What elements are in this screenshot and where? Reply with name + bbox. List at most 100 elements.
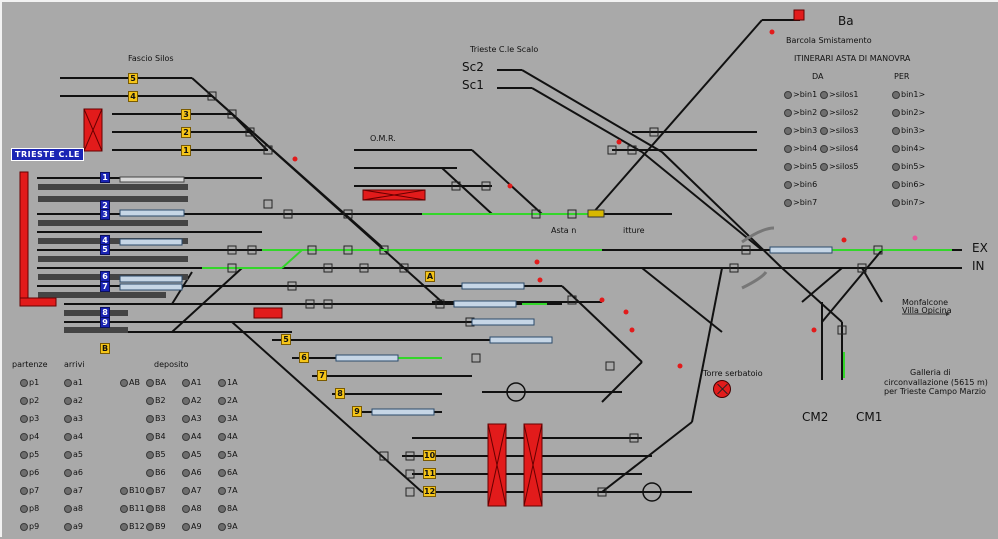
- control-arrivi-3-button[interactable]: [64, 415, 72, 423]
- control-dep_b2-7-button[interactable]: [146, 487, 154, 495]
- track-badge-yard-9[interactable]: 9: [352, 406, 362, 417]
- itin-per-4-button[interactable]: [892, 145, 900, 153]
- itin-per-2-button[interactable]: [892, 109, 900, 117]
- label-cm1: CM1: [856, 410, 883, 424]
- control-partenze-8-button[interactable]: [20, 505, 28, 513]
- control-dep_a-4-button[interactable]: [182, 433, 190, 441]
- control-dep_b2-6-button[interactable]: [146, 469, 154, 477]
- control-dep_na-4-button[interactable]: [218, 433, 226, 441]
- itin-per-6-button[interactable]: [892, 181, 900, 189]
- control-dep_b-8-button[interactable]: [120, 505, 128, 513]
- track-badge-station-b[interactable]: B: [100, 343, 110, 354]
- control-dep_b-1-button[interactable]: [120, 379, 128, 387]
- track-badge-silos-4[interactable]: 4: [128, 91, 138, 102]
- control-partenze-3-button[interactable]: [20, 415, 28, 423]
- water-tower-icon: [713, 380, 731, 398]
- buffer-crosses: [83, 108, 543, 507]
- control-partenze-2-button[interactable]: [20, 397, 28, 405]
- itin-per-7-button[interactable]: [892, 199, 900, 207]
- control-partenze-2-label: p2: [29, 396, 40, 405]
- track-badge-yard-11[interactable]: 11: [423, 468, 436, 479]
- track-badge-yard-8[interactable]: 8: [335, 388, 345, 399]
- control-dep_a-8-button[interactable]: [182, 505, 190, 513]
- track-badge-silos-3[interactable]: 3: [181, 109, 191, 120]
- control-partenze-9-button[interactable]: [20, 523, 28, 531]
- track-badge-station-7[interactable]: 7: [100, 281, 110, 292]
- control-dep_b-7-button[interactable]: [120, 487, 128, 495]
- control-dep_na-8-button[interactable]: [218, 505, 226, 513]
- itin-da-7-button[interactable]: [784, 199, 792, 207]
- control-dep_a-5-button[interactable]: [182, 451, 190, 459]
- track-badge-silos-5[interactable]: 5: [128, 73, 138, 84]
- track-badge-station-1[interactable]: 1: [100, 172, 110, 183]
- control-dep_na-1-button[interactable]: [218, 379, 226, 387]
- track-badge-silos-2[interactable]: 2: [181, 127, 191, 138]
- itin-silos-3-button[interactable]: [820, 127, 828, 135]
- control-dep_a-7-button[interactable]: [182, 487, 190, 495]
- track-badge-station-5[interactable]: 5: [100, 244, 110, 255]
- itin-da-3-button[interactable]: [784, 127, 792, 135]
- itin-per-3-button[interactable]: [892, 127, 900, 135]
- itin-per-1-button[interactable]: [892, 91, 900, 99]
- control-partenze-5-button[interactable]: [20, 451, 28, 459]
- track-badge-yard-5[interactable]: 5: [281, 334, 291, 345]
- itin-da-6-button[interactable]: [784, 181, 792, 189]
- control-arrivi-6-button[interactable]: [64, 469, 72, 477]
- track-badge-yard-a[interactable]: A: [425, 271, 435, 282]
- itin-da-4-button[interactable]: [784, 145, 792, 153]
- itin-silos-1-label: >silos1: [829, 90, 859, 99]
- track-badge-yard-7[interactable]: 7: [317, 370, 327, 381]
- control-dep_b-9-button[interactable]: [120, 523, 128, 531]
- control-dep_b2-8-button[interactable]: [146, 505, 154, 513]
- control-dep_b-7-label: B10: [129, 486, 145, 495]
- control-dep_b2-2-button[interactable]: [146, 397, 154, 405]
- control-dep_b2-5-button[interactable]: [146, 451, 154, 459]
- control-partenze-6-button[interactable]: [20, 469, 28, 477]
- control-dep_a-9-button[interactable]: [182, 523, 190, 531]
- itin-silos-4-button[interactable]: [820, 145, 828, 153]
- control-partenze-4-button[interactable]: [20, 433, 28, 441]
- track-badge-yard-6[interactable]: 6: [299, 352, 309, 363]
- control-dep_b2-4-button[interactable]: [146, 433, 154, 441]
- control-arrivi-2-button[interactable]: [64, 397, 72, 405]
- control-arrivi-9-button[interactable]: [64, 523, 72, 531]
- control-dep_b2-3-button[interactable]: [146, 415, 154, 423]
- control-partenze-7-button[interactable]: [20, 487, 28, 495]
- label-in: IN: [972, 259, 985, 273]
- track-badge-yard-12[interactable]: 12: [423, 486, 436, 497]
- control-arrivi-5-button[interactable]: [64, 451, 72, 459]
- itin-silos-2-button[interactable]: [820, 109, 828, 117]
- label-deposito: deposito: [154, 360, 189, 369]
- track-badge-station-9[interactable]: 9: [100, 317, 110, 328]
- control-dep_a-1-button[interactable]: [182, 379, 190, 387]
- control-dep_a-2-button[interactable]: [182, 397, 190, 405]
- control-dep_a-3-button[interactable]: [182, 415, 190, 423]
- control-dep_na-2-button[interactable]: [218, 397, 226, 405]
- control-dep_na-3-button[interactable]: [218, 415, 226, 423]
- control-arrivi-7-button[interactable]: [64, 487, 72, 495]
- control-dep_b2-9-button[interactable]: [146, 523, 154, 531]
- itin-da-1-button[interactable]: [784, 91, 792, 99]
- control-arrivi-1-button[interactable]: [64, 379, 72, 387]
- control-arrivi-8-button[interactable]: [64, 505, 72, 513]
- itin-da-5-button[interactable]: [784, 163, 792, 171]
- control-dep_a-6-button[interactable]: [182, 469, 190, 477]
- track-badge-yard-10[interactable]: 10: [423, 450, 436, 461]
- itin-silos-1-button[interactable]: [820, 91, 828, 99]
- itin-da-2-button[interactable]: [784, 109, 792, 117]
- itin-per-5-button[interactable]: [892, 163, 900, 171]
- control-dep_na-6-button[interactable]: [218, 469, 226, 477]
- control-dep_na-5-button[interactable]: [218, 451, 226, 459]
- control-partenze-4-label: p4: [29, 432, 40, 441]
- control-dep_a-8-label: A8: [191, 504, 202, 513]
- control-dep_na-7-label: 7A: [227, 486, 238, 495]
- itin-silos-5-button[interactable]: [820, 163, 828, 171]
- control-partenze-1-button[interactable]: [20, 379, 28, 387]
- control-dep_b2-1-button[interactable]: [146, 379, 154, 387]
- control-dep_na-7-button[interactable]: [218, 487, 226, 495]
- control-arrivi-4-button[interactable]: [64, 433, 72, 441]
- itin-da-2-label: >bin2: [793, 108, 818, 117]
- control-dep_na-9-button[interactable]: [218, 523, 226, 531]
- track-badge-station-3[interactable]: 3: [100, 209, 110, 220]
- track-badge-silos-1[interactable]: 1: [181, 145, 191, 156]
